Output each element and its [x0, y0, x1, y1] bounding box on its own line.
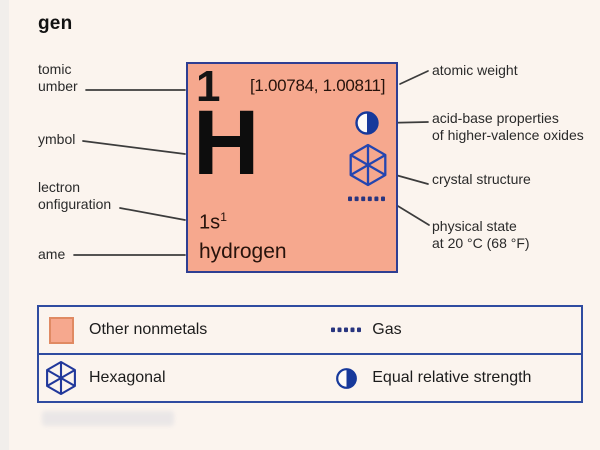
label-line: ymbol — [38, 131, 76, 147]
line-electron-configuration — [119, 207, 186, 221]
icon-slot — [328, 367, 364, 390]
line-symbol — [82, 140, 186, 155]
label-atomic-weight: atomic weight — [432, 62, 518, 79]
electron-configuration-value: 1s1 — [199, 210, 227, 235]
icon-slot — [41, 360, 81, 396]
legend-box: Other nonmetals Gas — [37, 305, 583, 403]
icon-slot — [41, 316, 81, 344]
label-line: crystal structure — [432, 171, 531, 187]
half-filled-circle-icon — [355, 111, 379, 135]
label-atomic-number: tomic umber — [38, 61, 78, 94]
legend-item-other-nonmetals: Other nonmetals — [39, 316, 328, 344]
label-electron-configuration: lectron onfiguration — [38, 179, 111, 212]
half-filled-circle-icon — [335, 367, 357, 389]
hexagon-crystal-icon — [46, 360, 76, 396]
label-line: umber — [38, 77, 78, 94]
other-nonmetals-swatch-icon — [48, 316, 74, 344]
label-crystal-structure: crystal structure — [432, 171, 531, 188]
label-physical-state: physical state at 20 °C (68 °F) — [432, 218, 530, 251]
label-acid-base-properties: acid-base properties of higher-valence o… — [432, 110, 584, 143]
element-symbol: H — [193, 92, 260, 194]
atomic-number-value: 1 — [196, 62, 221, 111]
icon-slot — [328, 326, 364, 334]
label-line: onfiguration — [38, 195, 112, 212]
label-line: of higher-valence oxides — [432, 126, 584, 143]
legend-item-gas: Gas — [328, 321, 581, 339]
element-card-hydrogen: 1 [1.00784, 1.00811] H 1s1 hydrogen — [186, 62, 398, 273]
config-superscript: 1 — [220, 210, 228, 224]
label-symbol: ymbol — [38, 131, 75, 148]
page-edge-shadow — [0, 0, 9, 450]
legend-item-equal-relative-strength: Equal relative strength — [328, 367, 581, 390]
label-name: ame — [38, 246, 65, 263]
legend-label: Gas — [372, 321, 402, 338]
atomic-weight-value: [1.00784, 1.00811] — [250, 76, 386, 95]
label-line: tomic — [38, 61, 72, 77]
label-line: physical state — [432, 218, 517, 234]
gas-dotted-line-icon — [331, 327, 362, 333]
config-base: 1s — [199, 211, 221, 234]
gas-dotted-line-icon — [348, 196, 385, 202]
legend-row: Other nonmetals Gas — [39, 307, 581, 353]
label-line: lectron — [38, 179, 81, 195]
element-name: hydrogen — [199, 240, 287, 263]
label-line: ame — [38, 246, 66, 262]
label-line: atomic weight — [432, 62, 518, 78]
label-line: acid-base properties — [432, 110, 559, 126]
legend-row: Hexagonal Equal relative strength — [39, 353, 581, 401]
figure-title: gen — [38, 13, 73, 34]
hexagon-crystal-icon — [349, 143, 387, 187]
legend-item-hexagonal: Hexagonal — [39, 360, 328, 396]
line-atomic-weight — [399, 70, 429, 85]
label-line: at 20 °C (68 °F) — [432, 234, 530, 251]
legend-label: Other nonmetals — [89, 321, 208, 338]
faint-caption-smudge — [42, 411, 174, 426]
legend-label: Hexagonal — [89, 369, 166, 386]
legend-label: Equal relative strength — [372, 369, 532, 386]
